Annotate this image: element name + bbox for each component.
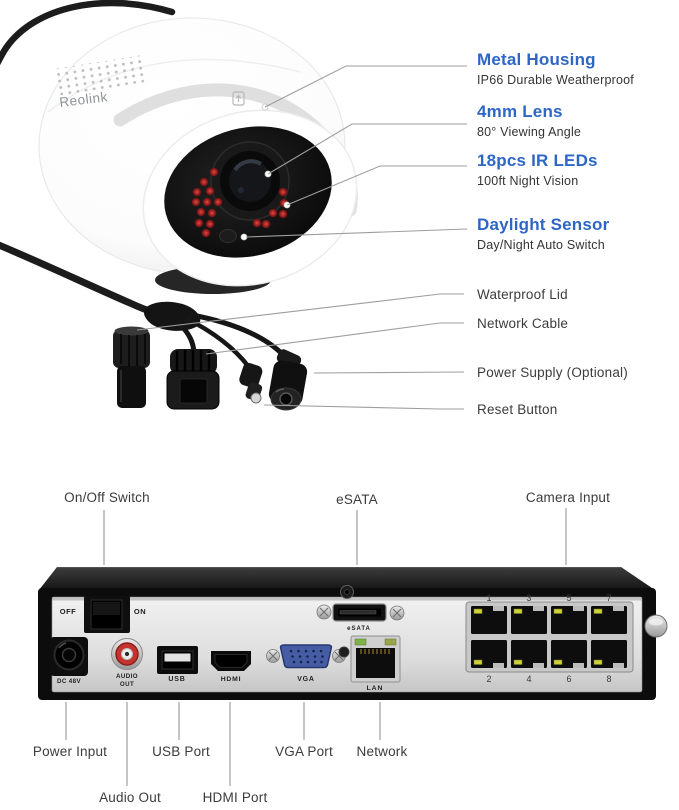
label-hdmi-port: HDMI Port [202,790,268,805]
callout-line-ir-leds [286,165,467,206]
camera-lens [210,141,290,221]
callout-subtitle: Day/Night Auto Switch [477,237,605,252]
svg-text:2: 2 [486,674,491,684]
label-vga-port: VGA Port [275,744,333,759]
camera-input-ports: 1 3 5 7 2 4 6 8 [465,593,634,684]
callout-metal-housing: Metal Housing IP66 Durable Weatherproof [477,51,634,87]
svg-text:USB: USB [168,676,185,683]
svg-text:HDMI: HDMI [221,676,242,683]
usb-port: USB [157,646,198,683]
reolink-logo: Reolink [59,89,109,110]
label-camera-input: Camera Input [525,490,611,505]
callout-line-waterproof-lid [136,293,464,331]
ir-leds [191,167,289,238]
callout-line-network-cable [205,322,464,355]
cable-junction-boot [143,301,201,331]
nvr-illustration: OFF ON DC 48V AUDIO OUT [38,567,668,700]
svg-text:OUT: OUT [120,681,134,688]
callout-subtitle: IP66 Durable Weatherproof [477,72,634,87]
top-screw [340,585,354,599]
svg-text:eSATA: eSATA [347,626,371,632]
reset-button-connector [239,363,263,404]
svg-text:VGA: VGA [297,676,315,683]
svg-text:DC 48V: DC 48V [57,678,82,685]
label-esata: eSATA [336,492,378,507]
callout-lens: 4mm Lens 80° Viewing Angle [477,103,581,139]
svg-text:LAN: LAN [367,685,384,692]
vent-holes [52,54,150,97]
label-network: Network [356,744,408,759]
hdmi-port: HDMI [211,651,251,683]
camera-illustration: Reolink [0,0,358,335]
camera-callout-lines [136,65,468,410]
svg-text:6: 6 [566,674,571,684]
panel-screw [338,646,350,658]
power-switch: OFF ON [60,596,146,633]
callout-subtitle: 100ft Night Vision [477,173,579,188]
callout-title: Metal Housing [477,50,596,69]
svg-text:ON: ON [134,607,146,616]
label-power-input: Power Input [32,744,108,759]
callout-line-reset-button [263,404,464,410]
label-audio-out: Audio Out [99,790,161,805]
callout-daylight-sensor: Daylight Sensor Day/Night Auto Switch [477,216,609,252]
dc-input: DC 48V [50,637,88,685]
callout-line-power-supply [313,371,465,374]
svg-text:4: 4 [526,674,531,684]
waterproof-lid-connector [113,326,150,408]
callout-network-cable: Network Cable [477,316,569,331]
nvr-callout-lines [65,508,567,786]
audio-out-port: AUDIO OUT [111,638,143,688]
callout-reset-button: Reset Button [477,402,558,417]
callout-subtitle: 80° Viewing Angle [477,124,582,139]
power-plug-connector [268,349,308,411]
port-numbers: 1 3 5 7 2 4 6 8 [486,593,611,684]
callout-title: Daylight Sensor [477,215,610,234]
svg-text:3: 3 [526,593,531,603]
callout-waterproof-lid: Waterproof Lid [477,287,568,302]
callout-title: 18pcs IR LEDs [477,151,598,170]
svg-text:1: 1 [486,593,491,603]
svg-text:AUDIO: AUDIO [116,673,138,680]
svg-text:7: 7 [606,593,611,603]
svg-text:5: 5 [566,593,571,603]
lan-port: LAN [350,635,401,692]
callout-line-daylight-sensor [245,228,468,238]
callout-ir-leds: 18pcs IR LEDs 100ft Night Vision [477,152,598,188]
nvr-top-face [39,567,655,590]
callout-title: 4mm Lens [477,102,563,121]
callout-line-metal-housing [264,65,467,108]
svg-text:8: 8 [606,674,611,684]
daylight-sensor [219,229,237,243]
callout-line-lens [267,123,467,175]
cable-breakout [113,301,308,411]
esata-port: eSATA [316,603,405,632]
side-thumbscrew [644,614,668,638]
callout-power-supply: Power Supply (Optional) [477,365,628,380]
label-usb-port: USB Port [152,744,210,759]
label-on-off-switch: On/Off Switch [64,490,150,505]
up-mark-icon [232,91,245,106]
network-cable-connector [166,349,220,410]
svg-text:OFF: OFF [60,607,77,616]
